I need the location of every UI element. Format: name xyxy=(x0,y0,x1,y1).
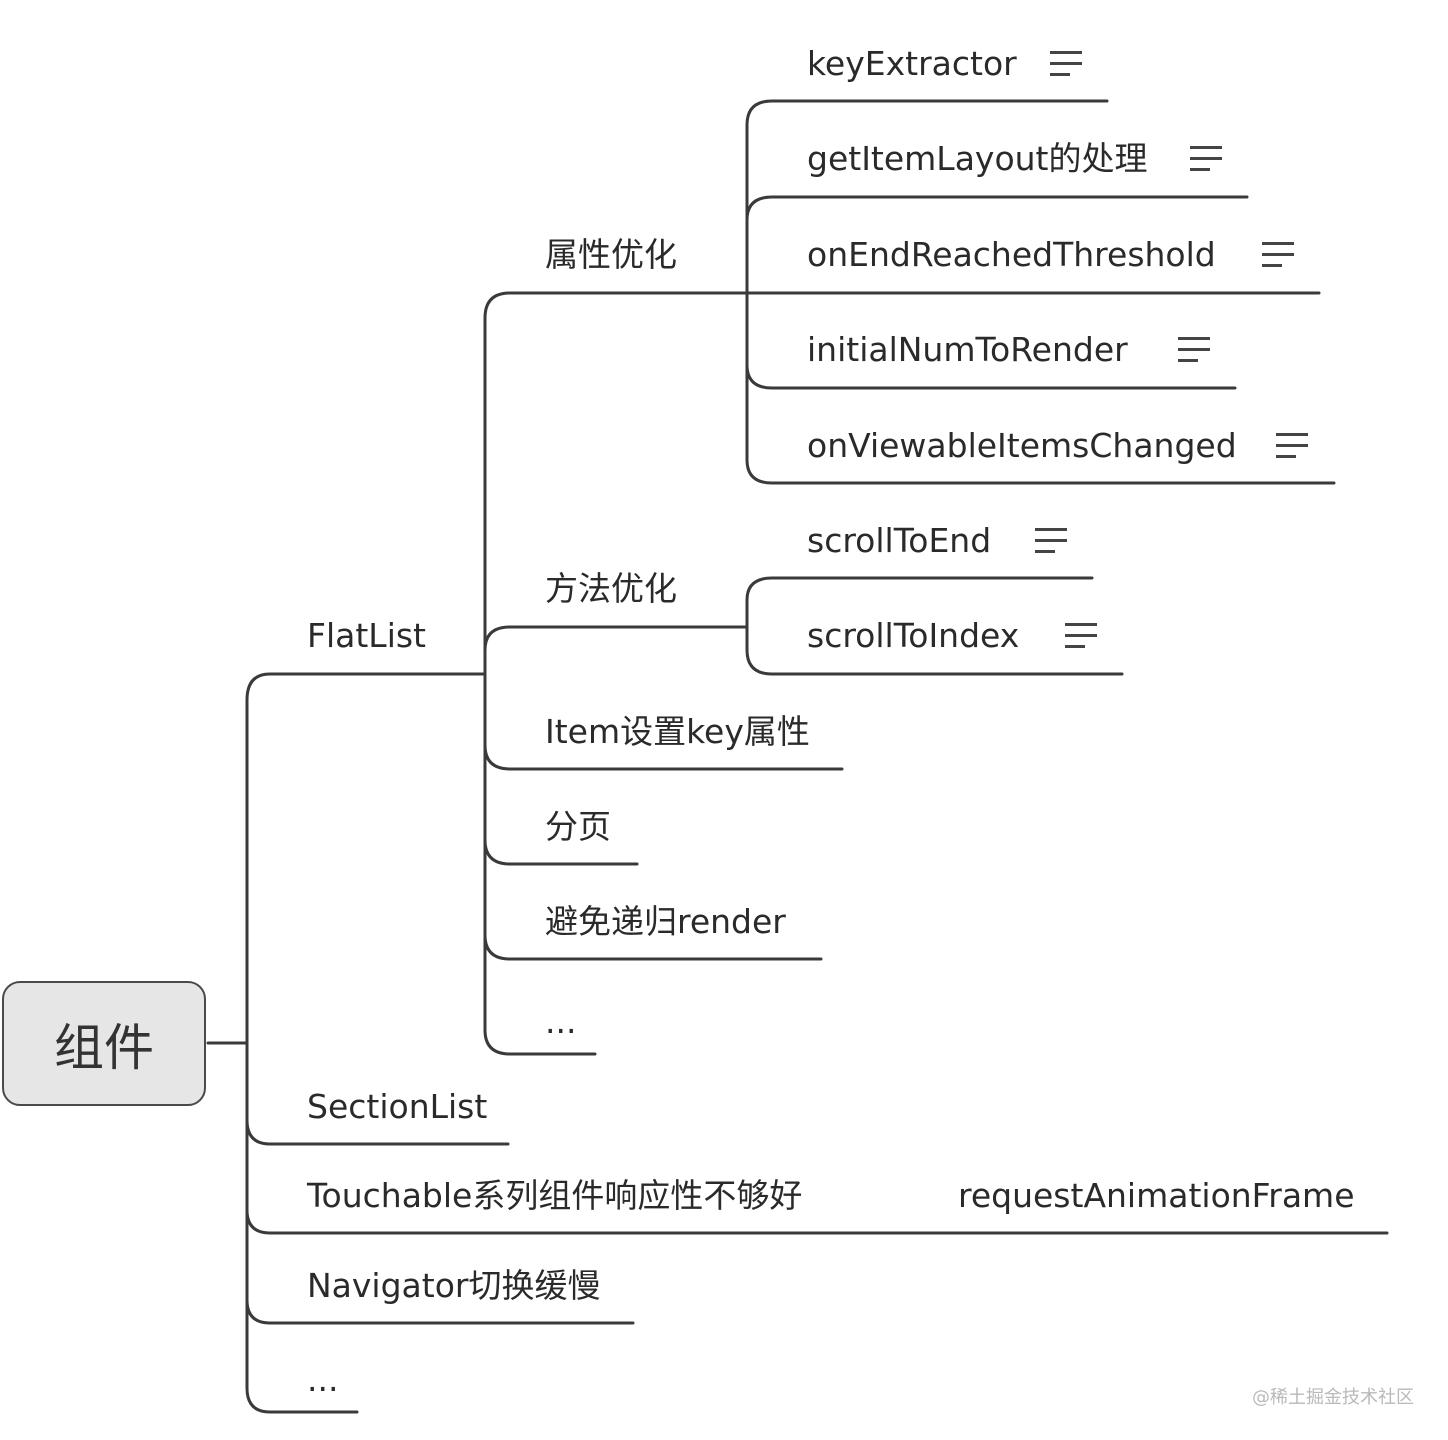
note-icon[interactable] xyxy=(1190,146,1222,172)
note-icon[interactable] xyxy=(1035,528,1067,554)
node-sectionlist[interactable]: SectionList xyxy=(307,1087,488,1126)
root-label: 组件 xyxy=(54,1018,154,1077)
note-icon[interactable] xyxy=(1262,242,1294,268)
note-icon[interactable] xyxy=(1276,433,1308,459)
node-item-key[interactable]: Item设置key属性 xyxy=(545,712,810,751)
node-scroll-to-end[interactable]: scrollToEnd xyxy=(807,521,992,560)
node-paging[interactable]: 分页 xyxy=(545,807,611,846)
node-key-extractor[interactable]: keyExtractor xyxy=(807,44,1017,83)
note-icon[interactable] xyxy=(1050,51,1082,77)
node-request-animation-frame[interactable]: requestAnimationFrame xyxy=(958,1176,1355,1215)
root-node[interactable]: 组件 xyxy=(2,981,206,1106)
node-touchable[interactable]: Touchable系列组件响应性不够好 xyxy=(307,1176,803,1215)
node-scroll-to-index[interactable]: scrollToIndex xyxy=(807,616,1020,655)
note-icon[interactable] xyxy=(1065,623,1097,649)
node-initial-num[interactable]: initialNumToRender xyxy=(807,330,1128,369)
node-attr-opt[interactable]: 属性优化 xyxy=(545,235,677,274)
watermark: @稀土掘金技术社区 xyxy=(1252,1387,1414,1408)
node-flatlist[interactable]: FlatList xyxy=(307,616,426,655)
node-on-viewable[interactable]: onViewableItemsChanged xyxy=(807,426,1237,465)
node-method-opt[interactable]: 方法优化 xyxy=(545,569,677,608)
node-avoid-render[interactable]: 避免递归render xyxy=(545,902,786,941)
note-icon[interactable] xyxy=(1178,337,1210,363)
node-root-more[interactable]: ... xyxy=(307,1360,339,1399)
node-flatlist-more[interactable]: ... xyxy=(545,1002,577,1041)
node-on-end-reached[interactable]: onEndReachedThreshold xyxy=(807,235,1216,274)
node-get-item-layout[interactable]: getItemLayout的处理 xyxy=(807,139,1148,178)
node-navigator[interactable]: Navigator切换缓慢 xyxy=(307,1266,601,1305)
